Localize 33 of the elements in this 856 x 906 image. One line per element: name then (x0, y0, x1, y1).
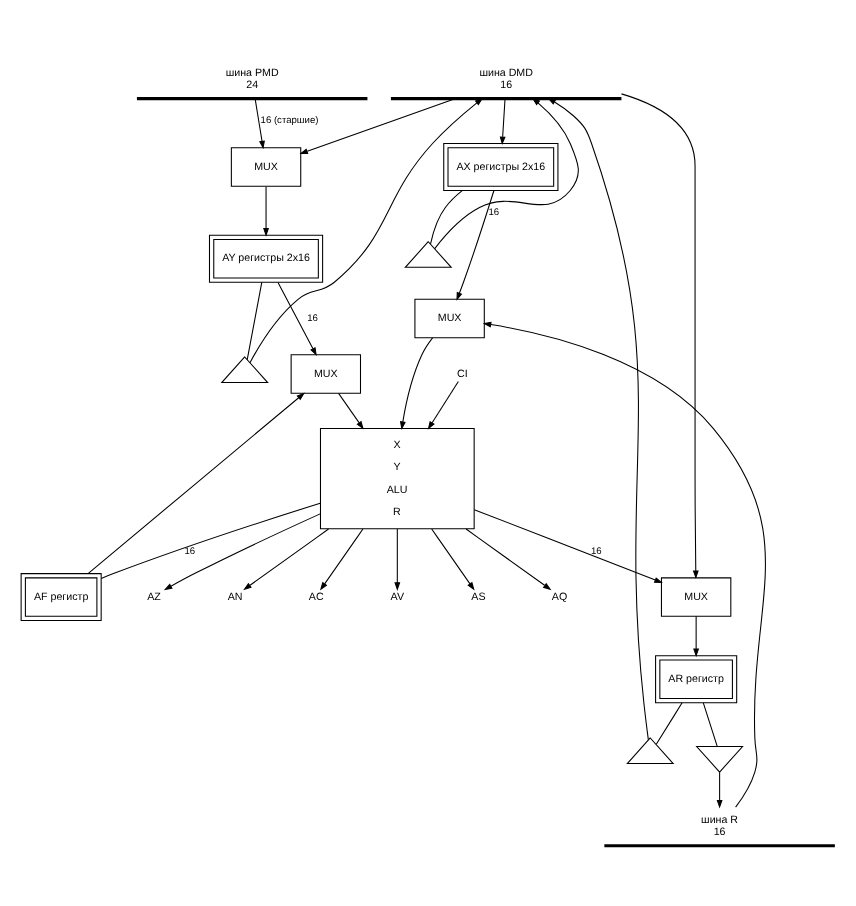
arrow (249, 97, 484, 364)
arrow (320, 528, 364, 591)
arrow (620, 93, 699, 580)
node-triangle (220, 356, 269, 384)
connector (430, 190, 463, 245)
arrow (394, 528, 401, 591)
arrow (716, 771, 723, 809)
node-triangle (404, 240, 453, 268)
arrow (693, 615, 700, 658)
node-triangle (695, 745, 744, 773)
connector (100, 502, 321, 579)
arrow (431, 528, 475, 591)
arrow (87, 392, 305, 575)
arrow (163, 513, 321, 591)
arrow (434, 97, 579, 250)
connector (246, 281, 263, 361)
connector (655, 702, 683, 745)
arrow (399, 337, 434, 430)
arrow (263, 186, 270, 237)
arrow (243, 528, 330, 591)
connector (702, 702, 718, 747)
node-triangle (626, 737, 675, 765)
arrow (482, 321, 766, 808)
arrow (499, 98, 506, 146)
arrow (473, 509, 663, 584)
arrow (465, 528, 552, 591)
arrow (338, 392, 364, 430)
arrow (277, 281, 317, 356)
arrow (299, 98, 456, 155)
arrow (254, 98, 265, 150)
arrow (427, 380, 459, 430)
arrow (547, 97, 649, 741)
arrow (456, 189, 495, 301)
